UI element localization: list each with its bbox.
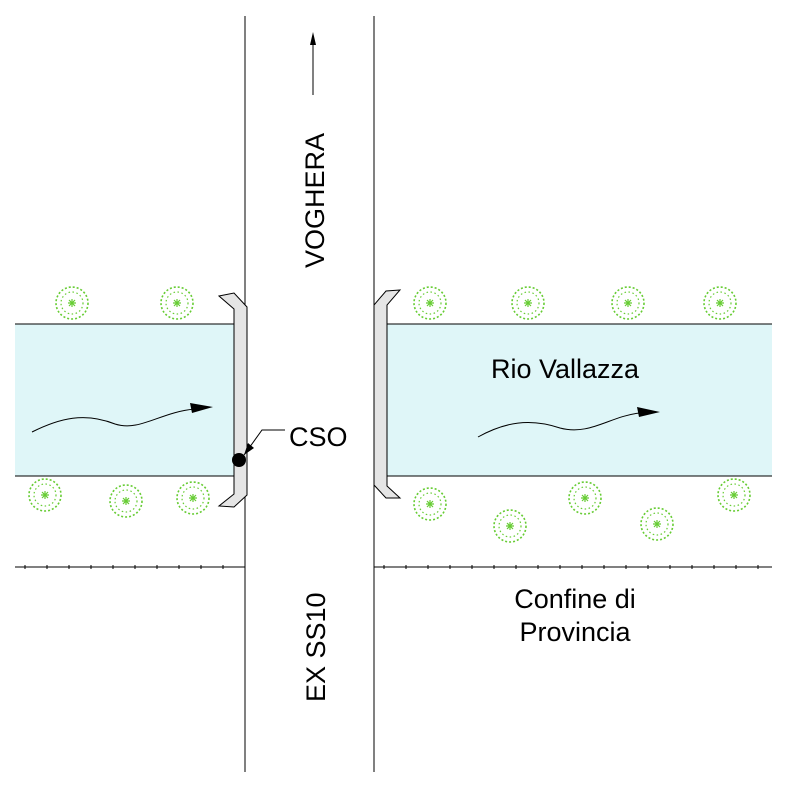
- shrub-icon: [55, 286, 89, 320]
- provincial-boundary-line: [15, 565, 772, 569]
- bridge-parapet-right: [373, 289, 402, 499]
- shrub-icon: [493, 509, 527, 543]
- shrub-icon: [176, 481, 210, 515]
- flow-arrow-icon: [477, 407, 660, 438]
- shrub-icon: [28, 478, 62, 512]
- north-arrow-icon: [310, 32, 316, 95]
- boundary-label-line2: Provincia: [519, 617, 631, 647]
- shrub-icon: [413, 487, 447, 521]
- boundary-label-line1: Confine di: [514, 584, 636, 614]
- shrub-icon: [568, 481, 602, 515]
- shrub-icon: [611, 286, 645, 320]
- river-left: [15, 324, 245, 476]
- road-name-label: EX SS10: [301, 592, 331, 702]
- river-banks: [15, 323, 772, 477]
- flow-arrow-icon: [31, 403, 213, 433]
- cso-label: CSO: [289, 422, 348, 452]
- shrub-icon: [109, 484, 143, 518]
- shrub-icon: [640, 507, 674, 541]
- shrub-icon: [511, 286, 545, 320]
- shrub-icon: [717, 478, 751, 512]
- shrub-icon: [703, 286, 737, 320]
- cso-outfall-icon: [232, 429, 285, 467]
- north-direction-label: VOGHERA: [300, 133, 330, 268]
- shrub-icon: [413, 286, 447, 320]
- river-right: [374, 324, 772, 476]
- shrub-icon: [160, 286, 194, 320]
- river-name-label: Rio Vallazza: [491, 354, 640, 384]
- vegetation: [28, 286, 751, 543]
